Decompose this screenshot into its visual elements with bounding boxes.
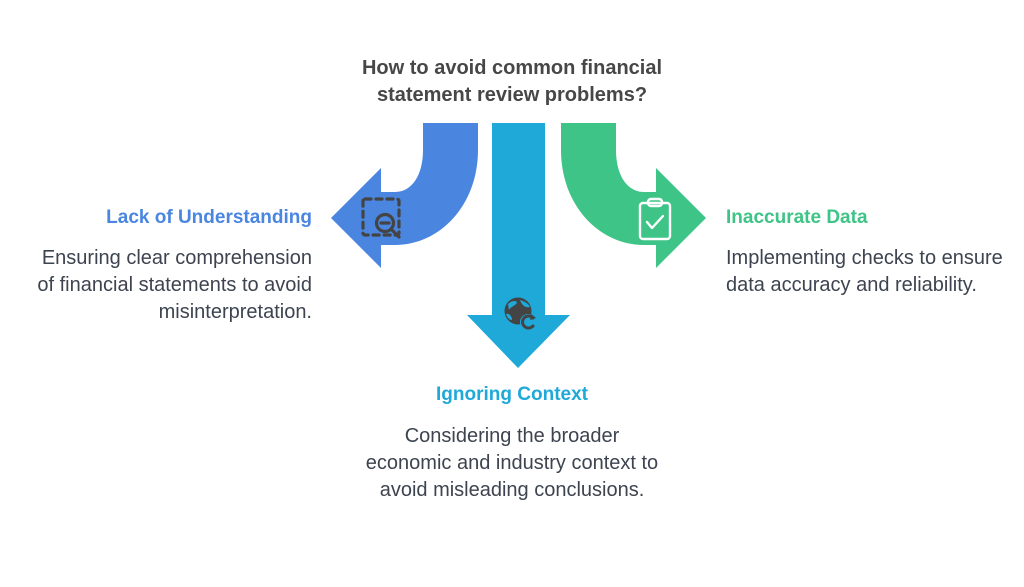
arrow-left: [331, 123, 478, 268]
heading-ignoring-context: Ignoring Context: [436, 384, 588, 405]
description-ignoring-context: Considering the broader economic and ind…: [365, 425, 659, 501]
heading-inaccurate-data: Inaccurate Data: [726, 207, 868, 228]
diagram-title: How to avoid common financial statement …: [361, 57, 663, 106]
clipboard-check-icon: [638, 197, 672, 241]
description-lack-of-understanding: Ensuring clear comprehension of financia…: [37, 247, 312, 323]
description-inaccurate-data: Implementing checks to ensure data accur…: [726, 247, 1003, 296]
globe-refresh-icon: [504, 297, 536, 330]
zoom-out-selection-icon: [361, 197, 401, 239]
arrow-center: [467, 123, 570, 368]
arrow-right: [561, 123, 706, 268]
heading-lack-of-understanding: Lack of Understanding: [106, 207, 312, 228]
